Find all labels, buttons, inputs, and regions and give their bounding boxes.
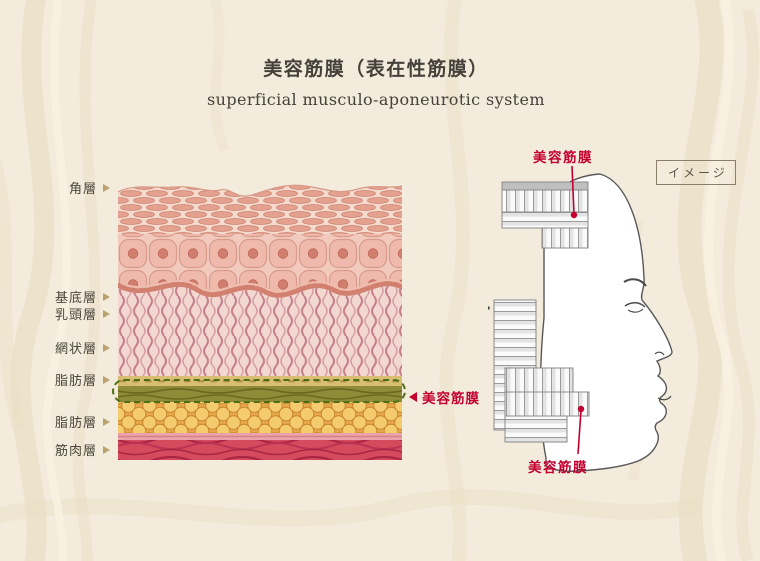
smas-marker-bottom bbox=[577, 405, 585, 455]
layer-label-fat-layer-lower: 脂肪層 bbox=[30, 412, 110, 431]
smas-marker-top bbox=[570, 165, 578, 219]
arrow-right-icon bbox=[103, 445, 110, 454]
arrow-right-icon bbox=[103, 309, 110, 318]
smas-callout-label: 美容筋膜 bbox=[422, 391, 480, 407]
eye bbox=[624, 302, 646, 308]
image-tag-badge: イメージ bbox=[656, 160, 736, 185]
layer-label-text: 脂肪層 bbox=[54, 374, 97, 389]
smas-callout-bottom: 美容筋膜 bbox=[528, 460, 588, 476]
mouth-line bbox=[657, 395, 672, 401]
layer-label-basal-layer: 基底層 bbox=[30, 287, 110, 306]
layer-label-text: 筋肉層 bbox=[54, 444, 97, 459]
smas-highlight-outline bbox=[112, 379, 406, 403]
peeled-layers-top bbox=[501, 181, 589, 249]
upper-fat-band bbox=[118, 376, 402, 386]
layer-label-muscle-layer: 筋肉層 bbox=[30, 440, 110, 459]
layer-label-text: 基底層 bbox=[54, 291, 97, 306]
page-title: 美容筋膜（表在性筋膜） bbox=[263, 58, 489, 80]
arrow-right-icon bbox=[103, 375, 110, 384]
face-profile-illustration bbox=[488, 165, 673, 472]
layer-label-text: 網状層 bbox=[54, 342, 97, 357]
arrow-left-icon bbox=[409, 392, 417, 402]
arrow-right-icon bbox=[103, 292, 110, 301]
layer-label-text: 脂肪層 bbox=[54, 416, 97, 431]
muscle-layer bbox=[118, 440, 402, 460]
peeled-layers-bottom bbox=[504, 367, 590, 443]
layer-label-text: 角層 bbox=[68, 182, 97, 197]
eyebrow bbox=[623, 278, 647, 287]
layer-label-text: 乳頭層 bbox=[54, 308, 97, 323]
skin-cross-section-illustration bbox=[118, 184, 402, 460]
smas-callout: 美容筋膜 bbox=[409, 387, 480, 407]
layer-label-stratum-corneum: 角層 bbox=[30, 178, 110, 197]
nostril bbox=[654, 351, 665, 356]
layer-label-reticular-layer: 網状層 bbox=[30, 338, 110, 357]
page-subtitle: superficial musculo-aponeurotic system bbox=[207, 90, 545, 109]
arrow-right-icon bbox=[103, 417, 110, 426]
dermis-fiber-layer bbox=[118, 286, 402, 376]
arrow-right-icon bbox=[103, 343, 110, 352]
smas-callout-top: 美容筋膜 bbox=[533, 150, 593, 166]
layer-label-fat-layer-upper: 脂肪層 bbox=[30, 370, 110, 389]
subcutaneous-fat-layer bbox=[118, 402, 402, 433]
layer-label-papillary-layer: 乳頭層 bbox=[30, 304, 110, 323]
arrow-right-icon bbox=[103, 183, 110, 192]
stratum-corneum-layer bbox=[118, 185, 402, 234]
